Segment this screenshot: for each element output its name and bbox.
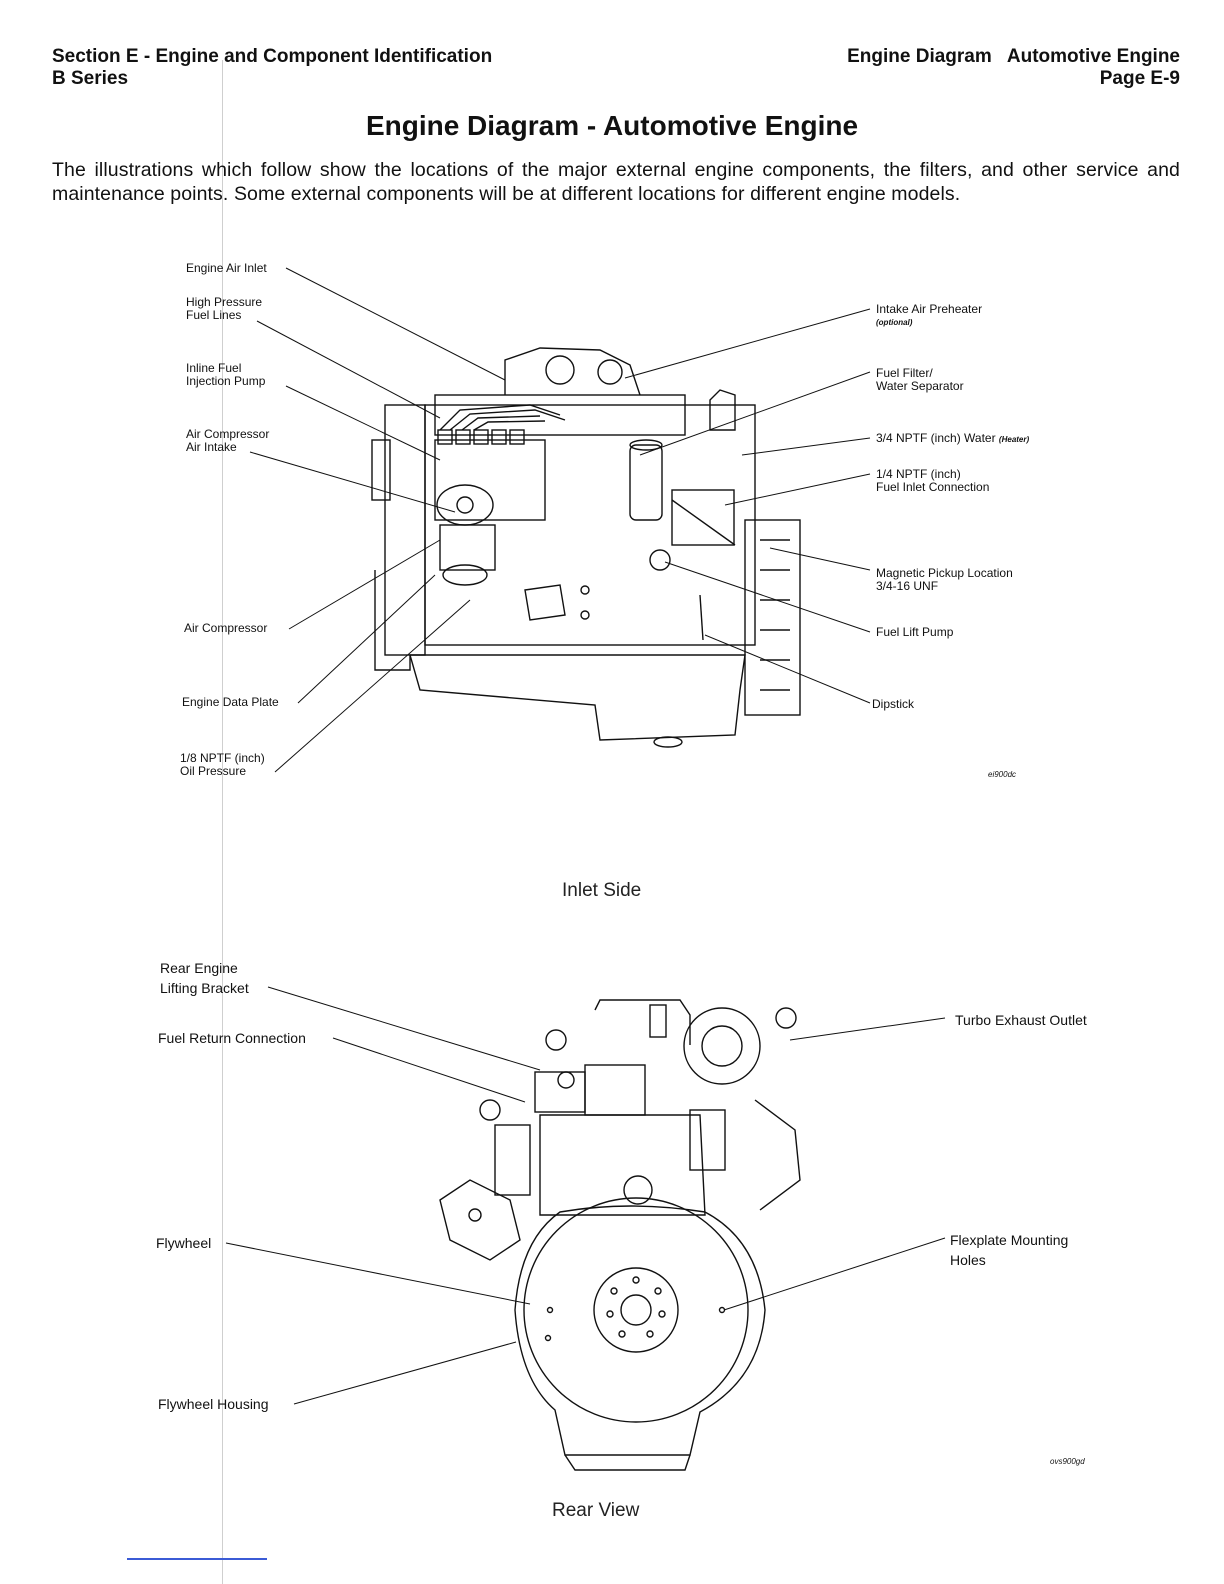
- label-line: Fuel Filter/: [876, 366, 933, 380]
- label-line: Fuel Lines: [186, 308, 242, 322]
- label-line: Flexplate Mounting: [950, 1232, 1069, 1248]
- label-line: 1/8 NPTF (inch): [180, 751, 265, 765]
- label-line: (Heater): [998, 435, 1030, 444]
- figure-code-inlet: ei900dc: [988, 770, 1017, 779]
- label-line: Fuel Inlet Connection: [876, 480, 990, 494]
- label-line: Air Compressor: [186, 427, 270, 441]
- inlet-side-drawing: [371, 347, 801, 748]
- label-magnetic-pickup: Magnetic Pickup Location 3/4-16 UNF: [876, 567, 1013, 593]
- flywheel-housing-outline: [514, 1205, 766, 1456]
- label-air-compressor-air-intake: Air Compressor Air Intake: [186, 428, 269, 454]
- label-fuel-lift-pump: Fuel Lift Pump: [876, 625, 954, 639]
- label-line: Magnetic Pickup Location: [876, 566, 1013, 580]
- page-header: Engine Diagram Automotive Engine Page E-…: [847, 46, 1180, 90]
- label-flexplate-mounting-holes: Flexplate Mounting Holes: [950, 1230, 1068, 1270]
- label-rear-engine-lifting-bracket: Rear Engine Lifting Bracket: [160, 958, 249, 998]
- page-number: Page E-9: [1099, 68, 1180, 89]
- label-engine-data-plate: Engine Data Plate: [182, 695, 279, 709]
- inlet-leader-lines: [249, 267, 871, 773]
- label-line: Lifting Bracket: [160, 980, 249, 996]
- label-line: Intake Air Preheater: [876, 302, 983, 316]
- section-title: Section E - Engine and Component Identif…: [52, 46, 493, 67]
- label-line: 1/4 NPTF (inch): [876, 467, 961, 481]
- label-line: Holes: [950, 1252, 986, 1268]
- label-fuel-return-connection: Fuel Return Connection: [158, 1030, 306, 1046]
- caption-rear-view: Rear View: [552, 1500, 640, 1521]
- label-line: Oil Pressure: [180, 764, 247, 778]
- label-line: Air Intake: [186, 440, 237, 454]
- label-high-pressure-fuel-lines: High Pressure Fuel Lines: [186, 296, 262, 322]
- label-water-heater-port: 3/4 NPTF (inch) Water (Heater): [876, 432, 1029, 446]
- label-engine-air-inlet: Engine Air Inlet: [186, 261, 267, 275]
- caption-inlet-side: Inlet Side: [562, 880, 642, 901]
- label-intake-air-preheater: Intake Air Preheater (optional): [876, 303, 982, 329]
- rear-view-drawing: [439, 999, 801, 1471]
- label-line: Water Separator: [876, 379, 964, 393]
- flywheel-bolt-holes: [606, 1276, 666, 1338]
- oil-pan-outline: [409, 654, 746, 741]
- turbo-housing: [683, 1007, 761, 1085]
- label-fuel-filter-water-separator: Fuel Filter/ Water Separator: [876, 367, 964, 393]
- label-line: Injection Pump: [186, 374, 266, 388]
- section-header: Section E - Engine and Component Identif…: [52, 46, 492, 90]
- label-flywheel-housing: Flywheel Housing: [158, 1396, 269, 1412]
- label-fuel-inlet-connection: 1/4 NPTF (inch) Fuel Inlet Connection: [876, 468, 989, 494]
- scan-margin-line: [222, 60, 223, 1584]
- label-oil-pressure: 1/8 NPTF (inch) Oil Pressure: [180, 752, 265, 778]
- label-line: Inline Fuel: [186, 361, 242, 375]
- label-inline-fuel-injection-pump: Inline Fuel Injection Pump: [186, 362, 265, 388]
- label-dipstick: Dipstick: [872, 697, 915, 711]
- label-air-compressor: Air Compressor: [184, 621, 268, 635]
- scan-artifact-line: [127, 1558, 267, 1560]
- label-turbo-exhaust-outlet: Turbo Exhaust Outlet: [955, 1012, 1087, 1028]
- label-line: 3/4-16 UNF: [876, 579, 939, 593]
- topic-title: Engine Diagram Automotive Engine: [847, 46, 1180, 67]
- label-line: High Pressure: [186, 295, 263, 309]
- flywheel-outline: [523, 1197, 749, 1423]
- label-line: (optional): [876, 318, 913, 327]
- label-line: Rear Engine: [160, 960, 238, 976]
- page-title: Engine Diagram - Automotive Engine: [365, 110, 859, 141]
- label-flywheel: Flywheel: [156, 1235, 212, 1251]
- label-line: 3/4 NPTF (inch) Water: [876, 431, 996, 445]
- rear-leader-lines: [225, 986, 946, 1405]
- intro-paragraph: The illustrations which follow show the …: [52, 159, 1180, 205]
- figure-code-rear: ovs900gd: [1050, 1457, 1085, 1466]
- series-title: B Series: [52, 68, 129, 89]
